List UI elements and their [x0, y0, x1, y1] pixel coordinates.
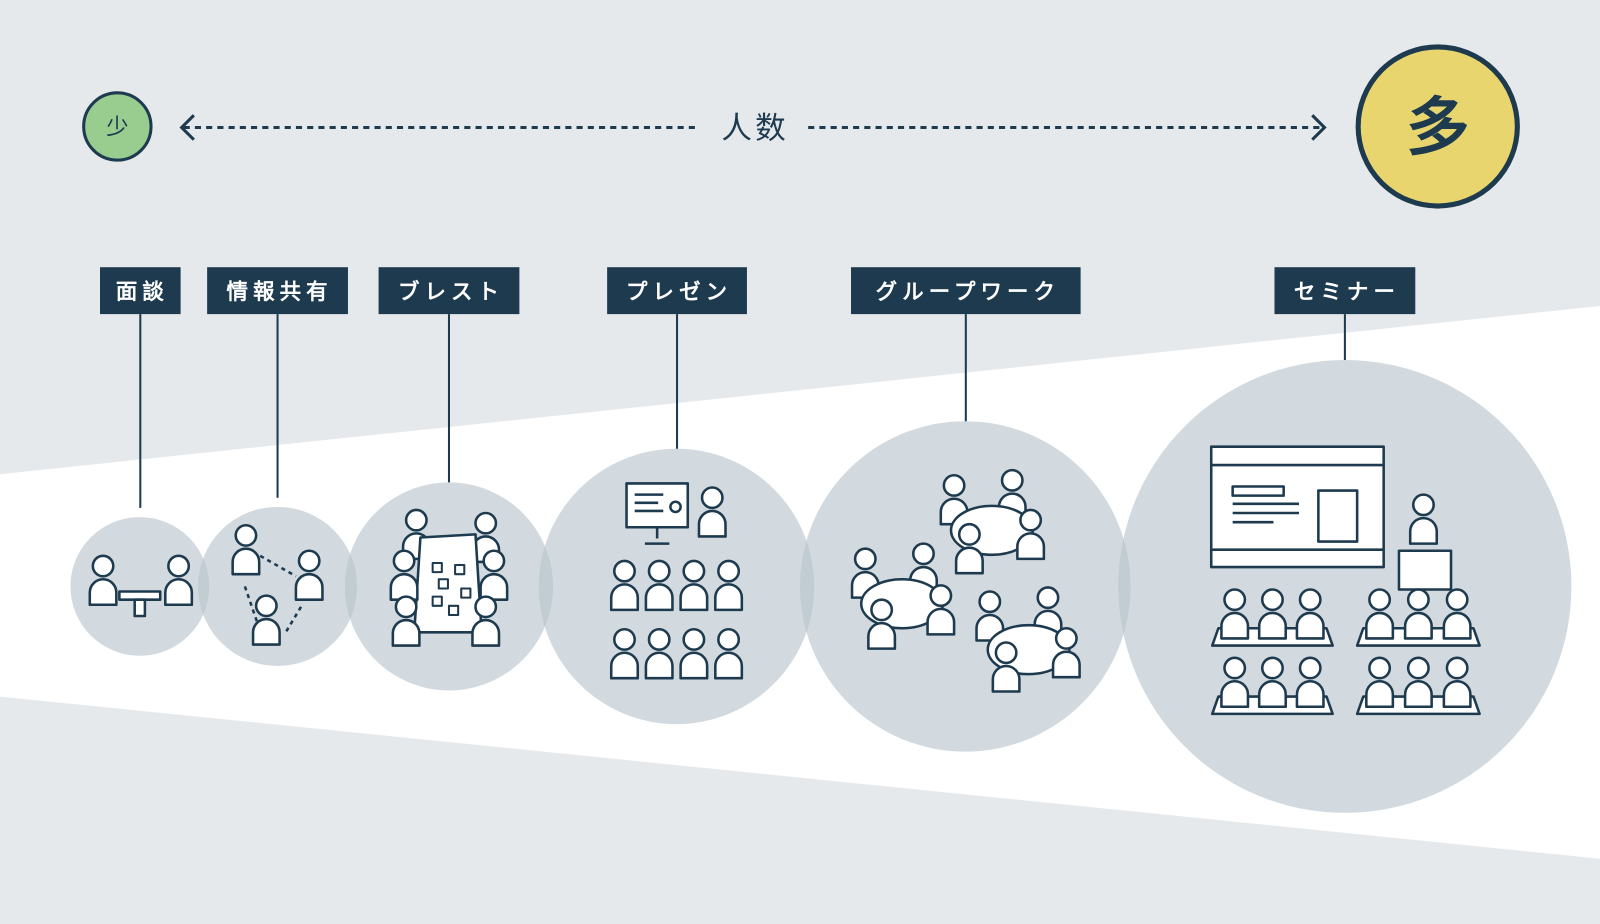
line	[243, 586, 259, 623]
label-box	[378, 267, 520, 315]
info-sharing-icon	[231, 523, 324, 646]
label-text: プレゼン	[626, 280, 732, 305]
few-circle	[82, 91, 153, 162]
label-text: 情報共有	[227, 279, 333, 305]
sticky-note-icon	[431, 595, 443, 607]
category-circle	[1118, 360, 1572, 813]
category-label: セミナー	[1274, 267, 1416, 361]
person-icon	[1295, 656, 1325, 709]
person-icon	[1403, 588, 1433, 640]
person-icon	[991, 641, 1021, 693]
person-icon	[997, 468, 1027, 521]
few-label: 少	[106, 115, 128, 141]
label-text: グループワーク	[876, 279, 1060, 305]
interview-icon	[88, 554, 194, 618]
group-work-icon	[850, 468, 1081, 693]
person-icon	[391, 595, 421, 647]
category-label: プレゼン	[607, 267, 747, 449]
person-icon	[294, 549, 324, 601]
category-circle	[70, 517, 210, 656]
headcount-axis: 少 人数 多	[82, 44, 1520, 209]
person-icon	[609, 627, 640, 680]
label-text: ブレスト	[398, 279, 504, 305]
sticky-note-icon	[437, 578, 449, 590]
person-icon	[697, 486, 727, 538]
label-box	[1274, 267, 1416, 315]
label-box	[607, 267, 747, 315]
label-text: セミナー	[1294, 280, 1400, 305]
category-label: 面談	[100, 267, 181, 508]
category-circle	[800, 421, 1131, 752]
person-icon	[1365, 588, 1395, 640]
axis-label: 人数	[721, 112, 788, 147]
person-icon	[1442, 656, 1472, 709]
person-icon	[1033, 586, 1063, 638]
person-icon	[1051, 626, 1081, 679]
person-icon	[1220, 588, 1250, 640]
person-icon	[251, 594, 281, 646]
label-text: 面談	[116, 279, 169, 305]
category-circle	[538, 448, 815, 725]
person-icon	[679, 559, 709, 612]
person-icon	[954, 522, 984, 575]
category-label: 情報共有	[207, 267, 348, 498]
label-box	[851, 267, 1081, 315]
sticky-note-icon	[454, 563, 466, 576]
screen-icon	[625, 482, 690, 529]
podium-icon	[1397, 549, 1453, 591]
category-label: グループワーク	[851, 267, 1081, 422]
image-block	[1317, 489, 1359, 543]
person-icon	[714, 627, 744, 680]
dot	[669, 500, 682, 514]
person-icon	[644, 559, 674, 612]
person-icon	[926, 584, 956, 636]
person-icon	[714, 559, 744, 612]
person-icon	[644, 627, 674, 680]
person-icon	[88, 554, 118, 607]
person-icon	[479, 549, 509, 601]
person-icon	[1016, 508, 1046, 561]
line	[259, 554, 297, 578]
person-icon	[164, 554, 194, 607]
person-icon	[609, 559, 640, 612]
person-icon	[1220, 656, 1250, 709]
seminar-icon	[1209, 445, 1481, 716]
label-box	[100, 267, 181, 315]
person-icon	[867, 598, 897, 650]
person-icon	[1408, 493, 1439, 545]
presentation-icon	[609, 482, 744, 680]
line	[284, 606, 303, 633]
person-icon	[1403, 656, 1433, 709]
person-icon	[231, 523, 261, 576]
arrow-left-icon	[179, 114, 195, 141]
many-label: 多	[1406, 90, 1469, 164]
category-circle	[197, 506, 358, 666]
person-icon	[471, 595, 501, 647]
person-icon	[679, 627, 709, 680]
many-circle	[1355, 44, 1520, 209]
sticky-note-icon	[431, 561, 443, 574]
person-icon	[1365, 656, 1395, 709]
person-icon	[1295, 588, 1325, 640]
text-block	[1231, 485, 1285, 497]
person-icon	[1257, 656, 1287, 709]
person-icon	[389, 549, 419, 601]
sticky-note-icon	[447, 604, 460, 616]
category-label: ブレスト	[378, 267, 520, 483]
table-leg	[133, 598, 147, 618]
sticky-note-icon	[460, 587, 472, 599]
person-icon	[1442, 588, 1472, 640]
person-icon	[1257, 588, 1287, 640]
arrow-right-icon	[1311, 114, 1327, 141]
label-box	[207, 267, 348, 315]
brainstorm-icon	[389, 508, 509, 647]
